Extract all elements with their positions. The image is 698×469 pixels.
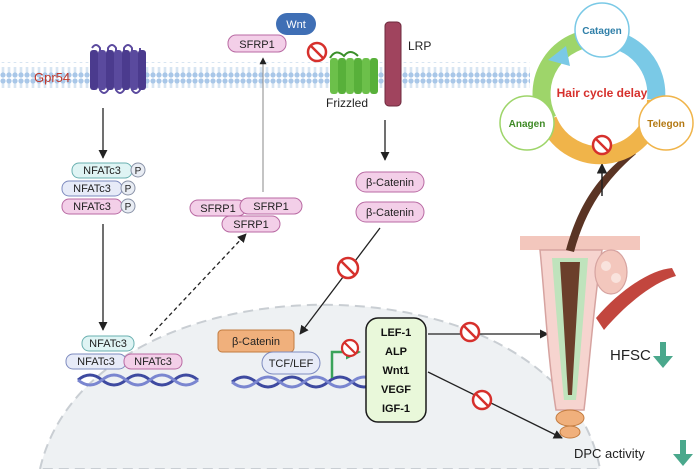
svg-text:NFATc3: NFATc3 [73,201,111,213]
target-gene: IGF-1 [382,403,410,415]
svg-text:NFATc3: NFATc3 [77,356,115,368]
wnt-ligand [276,13,316,35]
svg-text:NFATc3: NFATc3 [73,183,111,195]
hfsc-down-arrow-icon [653,342,673,368]
lrp-label: LRP [408,39,431,53]
target-gene: LEF-1 [381,327,412,339]
svg-text:β-Catenin: β-Catenin [366,177,414,189]
phase-catagen-label: Catagen [582,26,621,37]
svg-text:NFATc3: NFATc3 [89,338,127,350]
dpc-label: DPC activity [574,446,645,461]
svg-text:SFRP1: SFRP1 [253,201,288,213]
sfrp1-top [227,34,287,53]
phase-anagen-label: Anagen [509,119,546,130]
phase-anagen-node [499,95,555,151]
sfrp1-cluster: SFRP1 SFRP1 SFRP1 [189,197,303,233]
wnt-label: Wnt [286,19,306,31]
beta-catenin-nuclear [217,329,295,353]
dna-helix-left [77,373,199,387]
svg-text:NFATc3: NFATc3 [83,165,121,177]
hair-follicle [520,150,676,439]
lrp-coreceptor [384,21,402,107]
svg-text:P: P [125,202,132,213]
inhibit-icon-dpc [471,389,493,411]
inhibit-icon-cycle [591,134,613,156]
inhibit-icon-transcription [340,338,360,358]
tcf-lef-label: TCF/LEF [269,358,314,370]
beta-catenin-nuclear-label: β-Catenin [232,336,280,348]
beta-catenin-cytoplasm: β-Catenin β-Catenin [355,171,425,223]
arrow-genes-dpc [427,371,563,439]
dna-helix-right [231,375,377,389]
inhibit-icon-catenin [336,256,360,280]
arrow-catenin-nucleus [299,227,381,335]
dpc-down-arrow-icon [673,440,693,466]
phase-catagen-node [574,2,630,58]
sfrp1-top-label: SFRP1 [239,39,274,51]
svg-text:P: P [135,166,142,177]
frizzled-label: Frizzled [326,96,368,110]
phase-telegon-label: Telegon [647,119,685,130]
hfsc-label: HFSC [610,347,651,364]
arrow-nfat-sfrp1-dashed [149,233,247,337]
frizzled-receptor [329,51,378,94]
target-gene: VEGF [381,384,411,396]
svg-text:SFRP1: SFRP1 [233,219,268,231]
gpr54-receptor [90,44,146,94]
nfatc3-phospho-stack: NFATc3 P NFATc3 P NFATc3 P [61,162,146,215]
phase-telegon-node [638,95,694,151]
svg-text:β-Catenin: β-Catenin [366,207,414,219]
cycle-title: Hair cycle delay [557,86,648,100]
svg-text:P: P [125,184,132,195]
target-gene: Wnt1 [383,365,410,377]
nfatc3-nuclear-complex: NFATc3 NFATc3 NFATc3 [65,335,183,370]
cell-membrane [0,62,530,88]
gpr54-label: Gpr54 [34,70,70,85]
target-genes-box [365,317,427,423]
svg-text:NFATc3: NFATc3 [134,356,172,368]
inhibit-icon-wnt [306,41,328,63]
svg-text:SFRP1: SFRP1 [200,203,235,215]
target-gene: ALP [385,346,407,358]
tcf-lef-factor [261,351,321,375]
inhibit-icon-hfsc [459,321,481,343]
